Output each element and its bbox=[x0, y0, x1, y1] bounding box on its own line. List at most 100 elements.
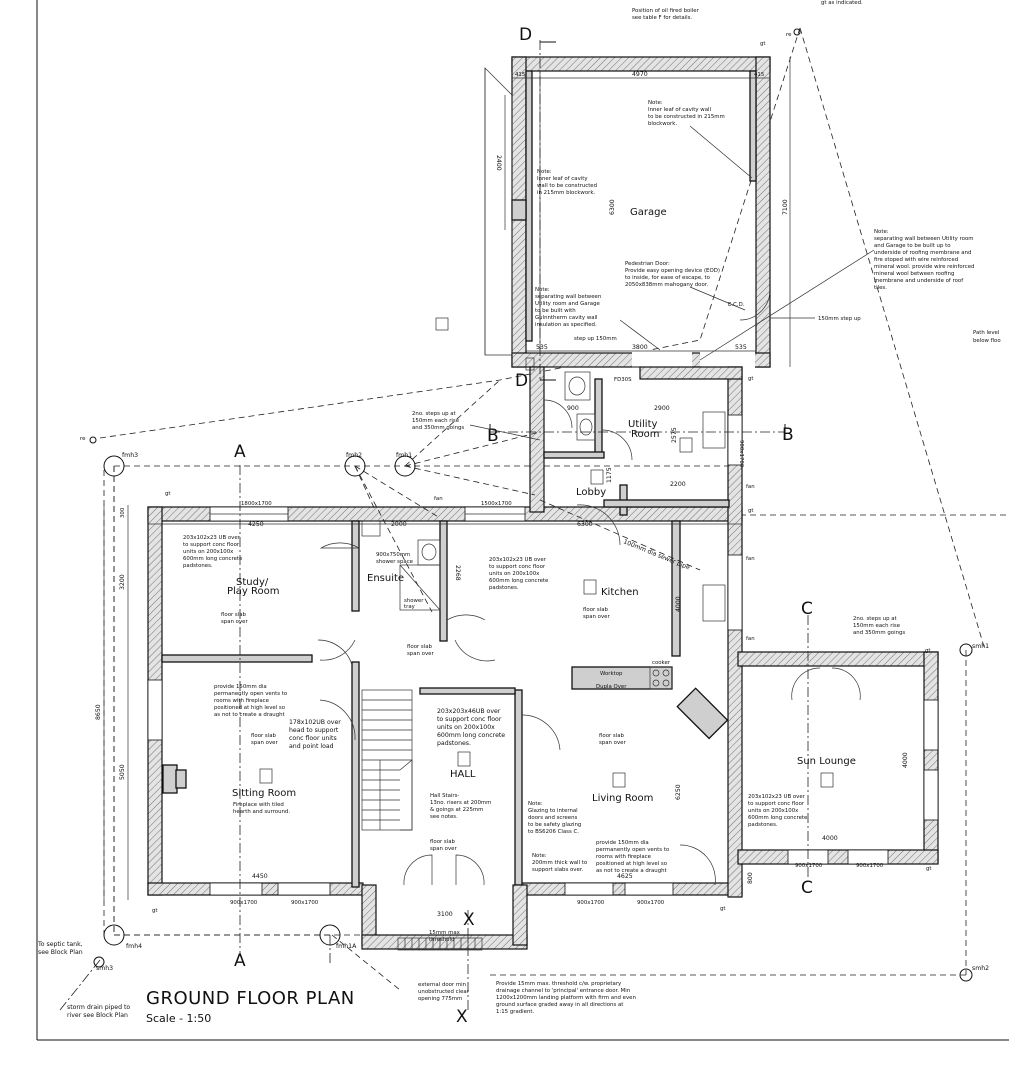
svg-text:Pedestrian Door:: Pedestrian Door: bbox=[625, 261, 670, 267]
svg-text:gt: gt bbox=[165, 491, 171, 497]
svg-text:3200: 3200 bbox=[119, 574, 126, 590]
svg-text:535: 535 bbox=[536, 344, 548, 351]
svg-text:floor slab: floor slab bbox=[221, 612, 247, 618]
svg-text:to support conc floor: to support conc floor bbox=[748, 801, 805, 807]
site-boundary bbox=[99, 27, 1009, 976]
svg-text:padstones.: padstones. bbox=[489, 585, 519, 591]
windows bbox=[147, 414, 939, 896]
svg-text:gt: gt bbox=[748, 508, 754, 514]
svg-text:to support conc floor: to support conc floor bbox=[489, 564, 546, 570]
svg-text:2900: 2900 bbox=[654, 405, 670, 412]
svg-text:600mm long concrete: 600mm long concrete bbox=[489, 578, 549, 584]
svg-text:4000: 4000 bbox=[902, 752, 909, 768]
svg-text:floor slab: floor slab bbox=[583, 607, 609, 613]
section-letters: D D A A B B C C X X bbox=[234, 25, 813, 1027]
svg-text:7100: 7100 bbox=[782, 199, 789, 215]
svg-text:as not to create a draught: as not to create a draught bbox=[214, 712, 285, 718]
svg-text:and Garage to be built up to: and Garage to be built up to bbox=[874, 243, 951, 249]
svg-text:to support conc floor: to support conc floor bbox=[437, 716, 502, 723]
svg-text:and point load: and point load bbox=[289, 743, 334, 750]
svg-text:2268: 2268 bbox=[454, 565, 461, 581]
room-hall: HALL bbox=[450, 769, 476, 780]
svg-text:underside of roofing membrane: underside of roofing membrane and bbox=[874, 250, 971, 256]
svg-text:support slabs over.: support slabs over. bbox=[532, 867, 583, 873]
svg-text:2400: 2400 bbox=[495, 155, 502, 171]
svg-text:200mm thick wall to: 200mm thick wall to bbox=[532, 860, 587, 866]
svg-text:to BS6206 Class C.: to BS6206 Class C. bbox=[528, 829, 579, 835]
svg-text:floor slab: floor slab bbox=[599, 733, 625, 739]
svg-text:fmh3: fmh3 bbox=[122, 452, 138, 459]
room-study: Study/ bbox=[236, 577, 269, 588]
svg-text:203x102x23 UB over: 203x102x23 UB over bbox=[489, 557, 547, 563]
svg-text:900x750mm: 900x750mm bbox=[376, 552, 410, 558]
svg-text:203x102x23 UB over: 203x102x23 UB over bbox=[183, 535, 241, 541]
svg-text:Note:: Note: bbox=[874, 229, 889, 235]
room-garage: Garage bbox=[630, 207, 667, 218]
title-block: GROUND FLOOR PLAN Scale - 1:50 bbox=[146, 988, 354, 1025]
svg-text:separating wall between: separating wall between bbox=[535, 294, 601, 300]
svg-text:tiles.: tiles. bbox=[874, 285, 887, 291]
svg-text:4970: 4970 bbox=[632, 71, 648, 78]
svg-text:see Block Plan: see Block Plan bbox=[38, 949, 83, 956]
svg-text:span over: span over bbox=[430, 846, 457, 852]
svg-text:fan: fan bbox=[746, 556, 755, 562]
svg-text:units on 200x100x: units on 200x100x bbox=[748, 808, 799, 814]
svg-text:150mm step up: 150mm step up bbox=[818, 316, 861, 322]
svg-text:600mm long concrete: 600mm long concrete bbox=[748, 815, 808, 821]
svg-text:fmh2: fmh2 bbox=[346, 452, 362, 459]
svg-text:doors and screens: doors and screens bbox=[528, 815, 578, 821]
svg-text:Glazing to internal: Glazing to internal bbox=[528, 808, 578, 814]
room-kitchen: Kitchen bbox=[601, 587, 639, 598]
svg-text:mineral wool. provide wire rei: mineral wool. provide wire reinforced bbox=[874, 264, 974, 270]
svg-text:X: X bbox=[456, 1007, 468, 1027]
room-ensuite: Ensuite bbox=[367, 573, 404, 584]
svg-text:2000: 2000 bbox=[391, 521, 407, 528]
svg-text:see table F for details.: see table F for details. bbox=[632, 15, 692, 21]
svg-text:gt: gt bbox=[152, 908, 158, 914]
svg-text:6250: 6250 bbox=[675, 784, 682, 800]
room-study-2: Play Room bbox=[227, 586, 280, 597]
svg-text:positioned at high level so: positioned at high level so bbox=[214, 705, 285, 711]
svg-text:gt as indicated.: gt as indicated. bbox=[821, 0, 863, 6]
room-lobby: Lobby bbox=[576, 487, 606, 498]
svg-text:Note:: Note: bbox=[532, 853, 547, 859]
svg-text:4625: 4625 bbox=[617, 873, 633, 880]
svg-text:to be constructed in 215mm: to be constructed in 215mm bbox=[648, 114, 725, 120]
svg-text:900x1700: 900x1700 bbox=[577, 900, 605, 906]
svg-text:Utility room and Garage: Utility room and Garage bbox=[535, 301, 601, 307]
svg-text:rooms with fireplace: rooms with fireplace bbox=[596, 854, 652, 860]
drawing-scale: Scale - 1:50 bbox=[146, 1012, 211, 1025]
svg-text:span over: span over bbox=[251, 740, 278, 746]
svg-text:tray: tray bbox=[404, 604, 416, 610]
svg-text:203x203x46UB over: 203x203x46UB over bbox=[437, 708, 501, 715]
svg-text:4450: 4450 bbox=[252, 873, 268, 880]
svg-text:13no. risers at 200mm: 13no. risers at 200mm bbox=[430, 800, 491, 806]
svg-text:smh3: smh3 bbox=[96, 965, 113, 972]
svg-text:6300: 6300 bbox=[577, 521, 593, 528]
annotation-notes: Position of oil fired boiler see table F… bbox=[37, 0, 1001, 1019]
svg-text:wall to be constructed: wall to be constructed bbox=[537, 183, 597, 189]
doors bbox=[317, 399, 861, 886]
svg-text:drainage channel to 'principal: drainage channel to 'principal' entrance… bbox=[496, 988, 630, 994]
svg-text:unobstructed clear: unobstructed clear bbox=[418, 989, 470, 995]
svg-text:fan: fan bbox=[434, 496, 443, 502]
room-utility-2: Room bbox=[631, 429, 659, 440]
svg-text:permanently open vents to: permanently open vents to bbox=[596, 847, 669, 853]
svg-text:600mm long concrete: 600mm long concrete bbox=[437, 732, 505, 739]
symbol-boxes bbox=[259, 437, 834, 788]
svg-text:fan: fan bbox=[746, 484, 755, 490]
svg-text:provide 150mm dia: provide 150mm dia bbox=[214, 684, 267, 690]
svg-text:span over: span over bbox=[599, 740, 626, 746]
svg-text:units on 200x100x: units on 200x100x bbox=[489, 571, 540, 577]
svg-text:900x1700: 900x1700 bbox=[795, 863, 823, 869]
svg-text:C: C bbox=[801, 599, 813, 619]
svg-text:2575: 2575 bbox=[671, 427, 678, 443]
svg-text:B: B bbox=[487, 426, 499, 446]
svg-text:415: 415 bbox=[515, 72, 525, 78]
svg-text:3800: 3800 bbox=[632, 344, 648, 351]
svg-text:units on 200x100x: units on 200x100x bbox=[183, 549, 234, 555]
svg-text:900x1700: 900x1700 bbox=[637, 900, 665, 906]
svg-text:900x1700: 900x1700 bbox=[291, 900, 319, 906]
svg-text:rooms with fireplace: rooms with fireplace bbox=[214, 698, 270, 704]
svg-text:see notes.: see notes. bbox=[430, 814, 458, 820]
